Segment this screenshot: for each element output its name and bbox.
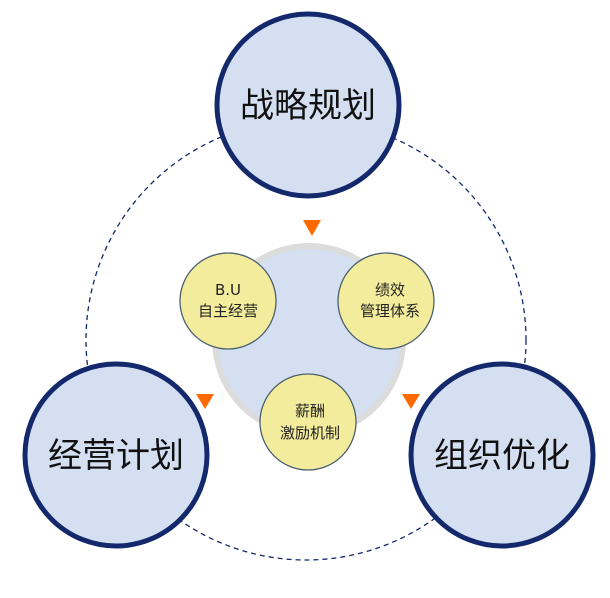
core-node-performance: 绩效 管理体系	[337, 252, 435, 350]
main-node-business-plan-label: 经营计划	[48, 436, 184, 476]
core-node-bu: B.U 自主经营	[179, 252, 277, 350]
core-node-compensation-line1: 薪酬	[295, 402, 325, 420]
arrow-down-icon	[402, 394, 420, 409]
core-node-bu-line1: B.U	[215, 281, 241, 299]
main-node-organization: 组织优化	[408, 361, 596, 549]
core-node-performance-line1: 绩效	[375, 281, 405, 299]
arrow-down-icon	[196, 394, 214, 409]
core-node-bu-line2: 自主经营	[198, 302, 258, 320]
main-node-strategy: 战略规划	[214, 11, 402, 199]
core-node-compensation-line2: 激励机制	[280, 424, 340, 442]
core-node-performance-line2: 管理体系	[360, 302, 420, 320]
main-node-organization-label: 组织优化	[434, 436, 570, 476]
core-node-compensation: 薪酬 激励机制	[259, 373, 357, 471]
main-node-business-plan: 经营计划	[22, 361, 210, 549]
arrow-down-icon	[303, 220, 321, 236]
main-node-strategy-label: 战略规划	[240, 86, 376, 126]
